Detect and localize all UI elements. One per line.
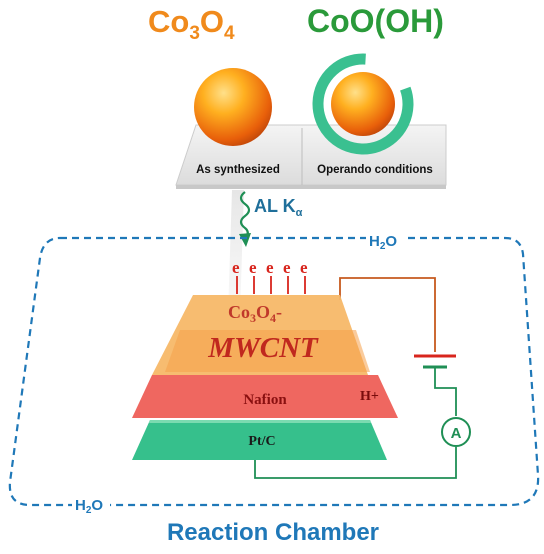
co3o4-layer-label: Co3O4- bbox=[228, 302, 282, 325]
proton-label: H+ bbox=[360, 389, 379, 404]
electron-5: e bbox=[300, 258, 308, 277]
mwcnt-band bbox=[165, 330, 370, 372]
ammeter bbox=[441, 417, 471, 447]
nafion-label: Nafion bbox=[243, 392, 287, 408]
electron-2: e bbox=[249, 258, 257, 277]
panel-label-as-synthesized: As synthesized bbox=[196, 164, 280, 176]
electron-4: e bbox=[283, 258, 291, 277]
reaction-chamber-outline bbox=[8, 236, 540, 507]
h2o-bottom-bg bbox=[72, 495, 110, 513]
xray-arrowhead bbox=[239, 233, 251, 247]
co3o4-sphere bbox=[194, 68, 272, 146]
ptc-label: Pt/C bbox=[248, 434, 275, 449]
ammeter-label: A bbox=[451, 425, 462, 442]
xray-label: AL Kα bbox=[254, 196, 303, 219]
h2o-label-top: H2O bbox=[369, 233, 397, 252]
wire-cathode bbox=[254, 368, 457, 479]
h2o-label-bottom: H2O bbox=[75, 497, 103, 516]
ptc-layer-top bbox=[149, 420, 371, 423]
electron-1: e bbox=[232, 258, 240, 277]
panel-label-operando: Operando conditions bbox=[317, 164, 433, 176]
panel-edge bbox=[176, 185, 446, 189]
xray-wavy-arrow bbox=[239, 191, 251, 239]
cooh-core-sphere bbox=[331, 72, 395, 136]
wire-anode bbox=[339, 277, 436, 352]
electron-group: e e e e e bbox=[232, 258, 308, 294]
electron-3: e bbox=[266, 258, 274, 277]
mwcnt-layer-label: MWCNT bbox=[207, 332, 319, 364]
nafion-layer bbox=[132, 375, 398, 418]
ptc-layer bbox=[132, 420, 387, 460]
title-cooh: CoO(OH) bbox=[307, 3, 444, 39]
h2o-top-bg bbox=[366, 230, 406, 248]
reaction-chamber-caption: Reaction Chamber bbox=[167, 519, 379, 546]
cooh-shell-ring bbox=[312, 53, 414, 155]
title-co3o4: Co3O4 bbox=[148, 4, 235, 44]
